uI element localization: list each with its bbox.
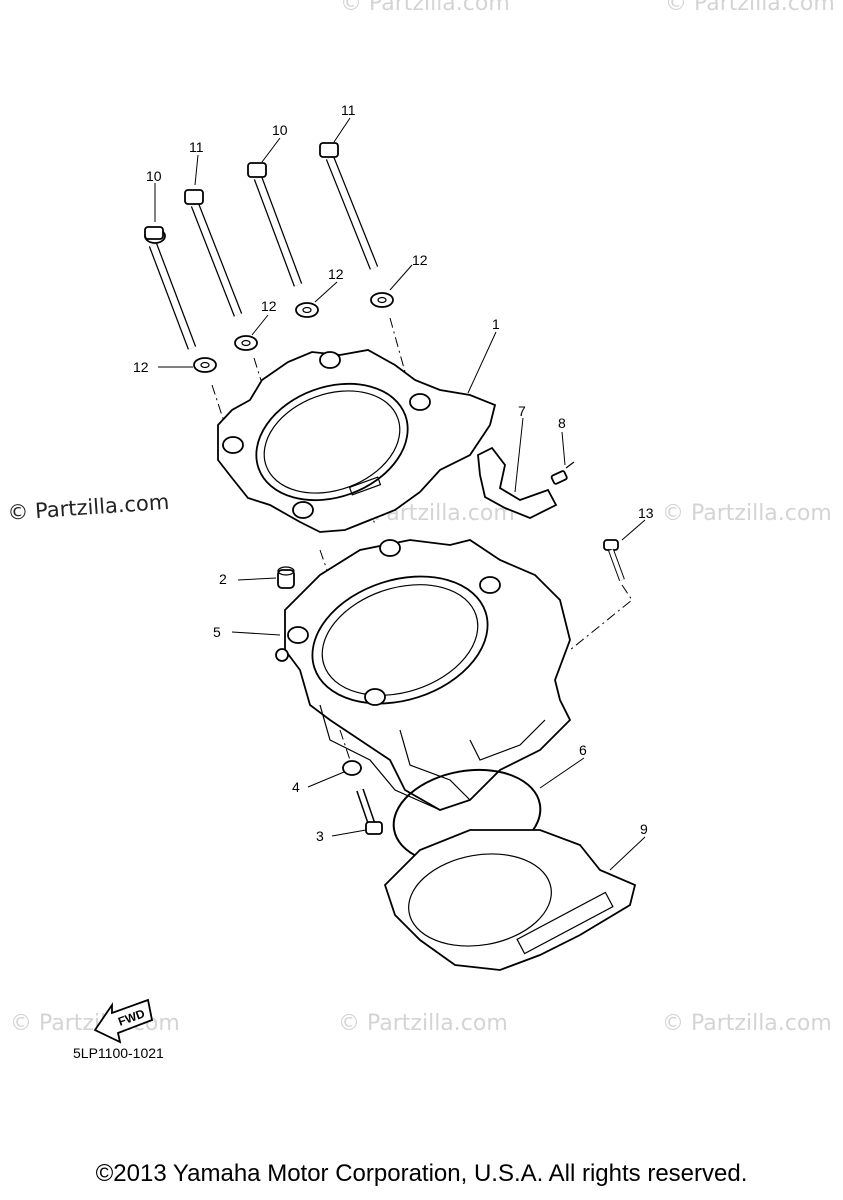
callout-12-a: 12 xyxy=(133,359,149,375)
bolt-13 xyxy=(569,539,633,651)
callout-9: 9 xyxy=(640,821,648,837)
callout-8: 8 xyxy=(558,415,566,431)
bolt-10-left xyxy=(144,226,197,350)
callout-12-c: 12 xyxy=(328,266,344,282)
head-bolts xyxy=(144,142,379,350)
watermark-bottom-center: © Partzilla.com xyxy=(338,1011,508,1036)
watermark-bottom-left: © Partzilla.com xyxy=(10,1011,180,1036)
callout-11-right: 11 xyxy=(341,102,356,118)
washer-12-a xyxy=(193,357,217,373)
watermark-main: © Partzilla.com xyxy=(7,490,170,525)
callout-11-left: 11 xyxy=(189,139,204,155)
callout-7: 7 xyxy=(518,403,526,419)
bracket-7 xyxy=(477,446,558,519)
washer-4 xyxy=(342,760,362,776)
bolt-11-left xyxy=(184,189,243,317)
bolt-10-right xyxy=(247,162,303,287)
watermark-bottom-right: © Partzilla.com xyxy=(662,1011,832,1036)
callout-2: 2 xyxy=(219,571,227,587)
callout-labels: 10 11 10 11 12 12 12 12 1 7 8 13 2 5 4 3… xyxy=(133,102,654,844)
washer-12-c xyxy=(295,302,319,318)
bolt-3 xyxy=(356,788,383,835)
screw-8 xyxy=(550,461,575,485)
callout-6: 6 xyxy=(579,742,587,758)
callout-5: 5 xyxy=(213,624,221,640)
bolt-11-right xyxy=(319,142,379,270)
callout-10-left: 10 xyxy=(146,168,162,184)
callout-13: 13 xyxy=(638,505,654,521)
callout-12-d: 12 xyxy=(412,252,428,268)
callout-10-right: 10 xyxy=(272,122,288,138)
watermark-top-center: © Partzilla.com xyxy=(340,0,510,16)
washer-12-d xyxy=(370,292,394,308)
washers xyxy=(193,292,394,373)
watermark-top-right: © Partzilla.com xyxy=(665,0,835,16)
head-gasket xyxy=(217,349,497,533)
diagram-reference-number: 5LP1100-1021 xyxy=(73,1045,164,1061)
leader-lines xyxy=(154,117,646,871)
callout-1: 1 xyxy=(492,316,500,332)
copyright-notice: ©2013 Yamaha Motor Corporation, U.S.A. A… xyxy=(95,1160,748,1187)
cylinder-block xyxy=(275,539,572,811)
dowel-pin-2 xyxy=(277,566,295,589)
callout-3: 3 xyxy=(316,828,324,844)
watermark-group: © Partzilla.com © Partzilla.com © Partzi… xyxy=(10,0,835,1036)
callout-12-b: 12 xyxy=(261,298,277,314)
watermark-mid-right: © Partzilla.com xyxy=(662,501,832,526)
base-gasket-9 xyxy=(383,829,637,971)
callout-4: 4 xyxy=(292,779,300,795)
washer-12-b xyxy=(234,335,258,351)
fwd-arrow-icon: FWD xyxy=(93,998,154,1044)
